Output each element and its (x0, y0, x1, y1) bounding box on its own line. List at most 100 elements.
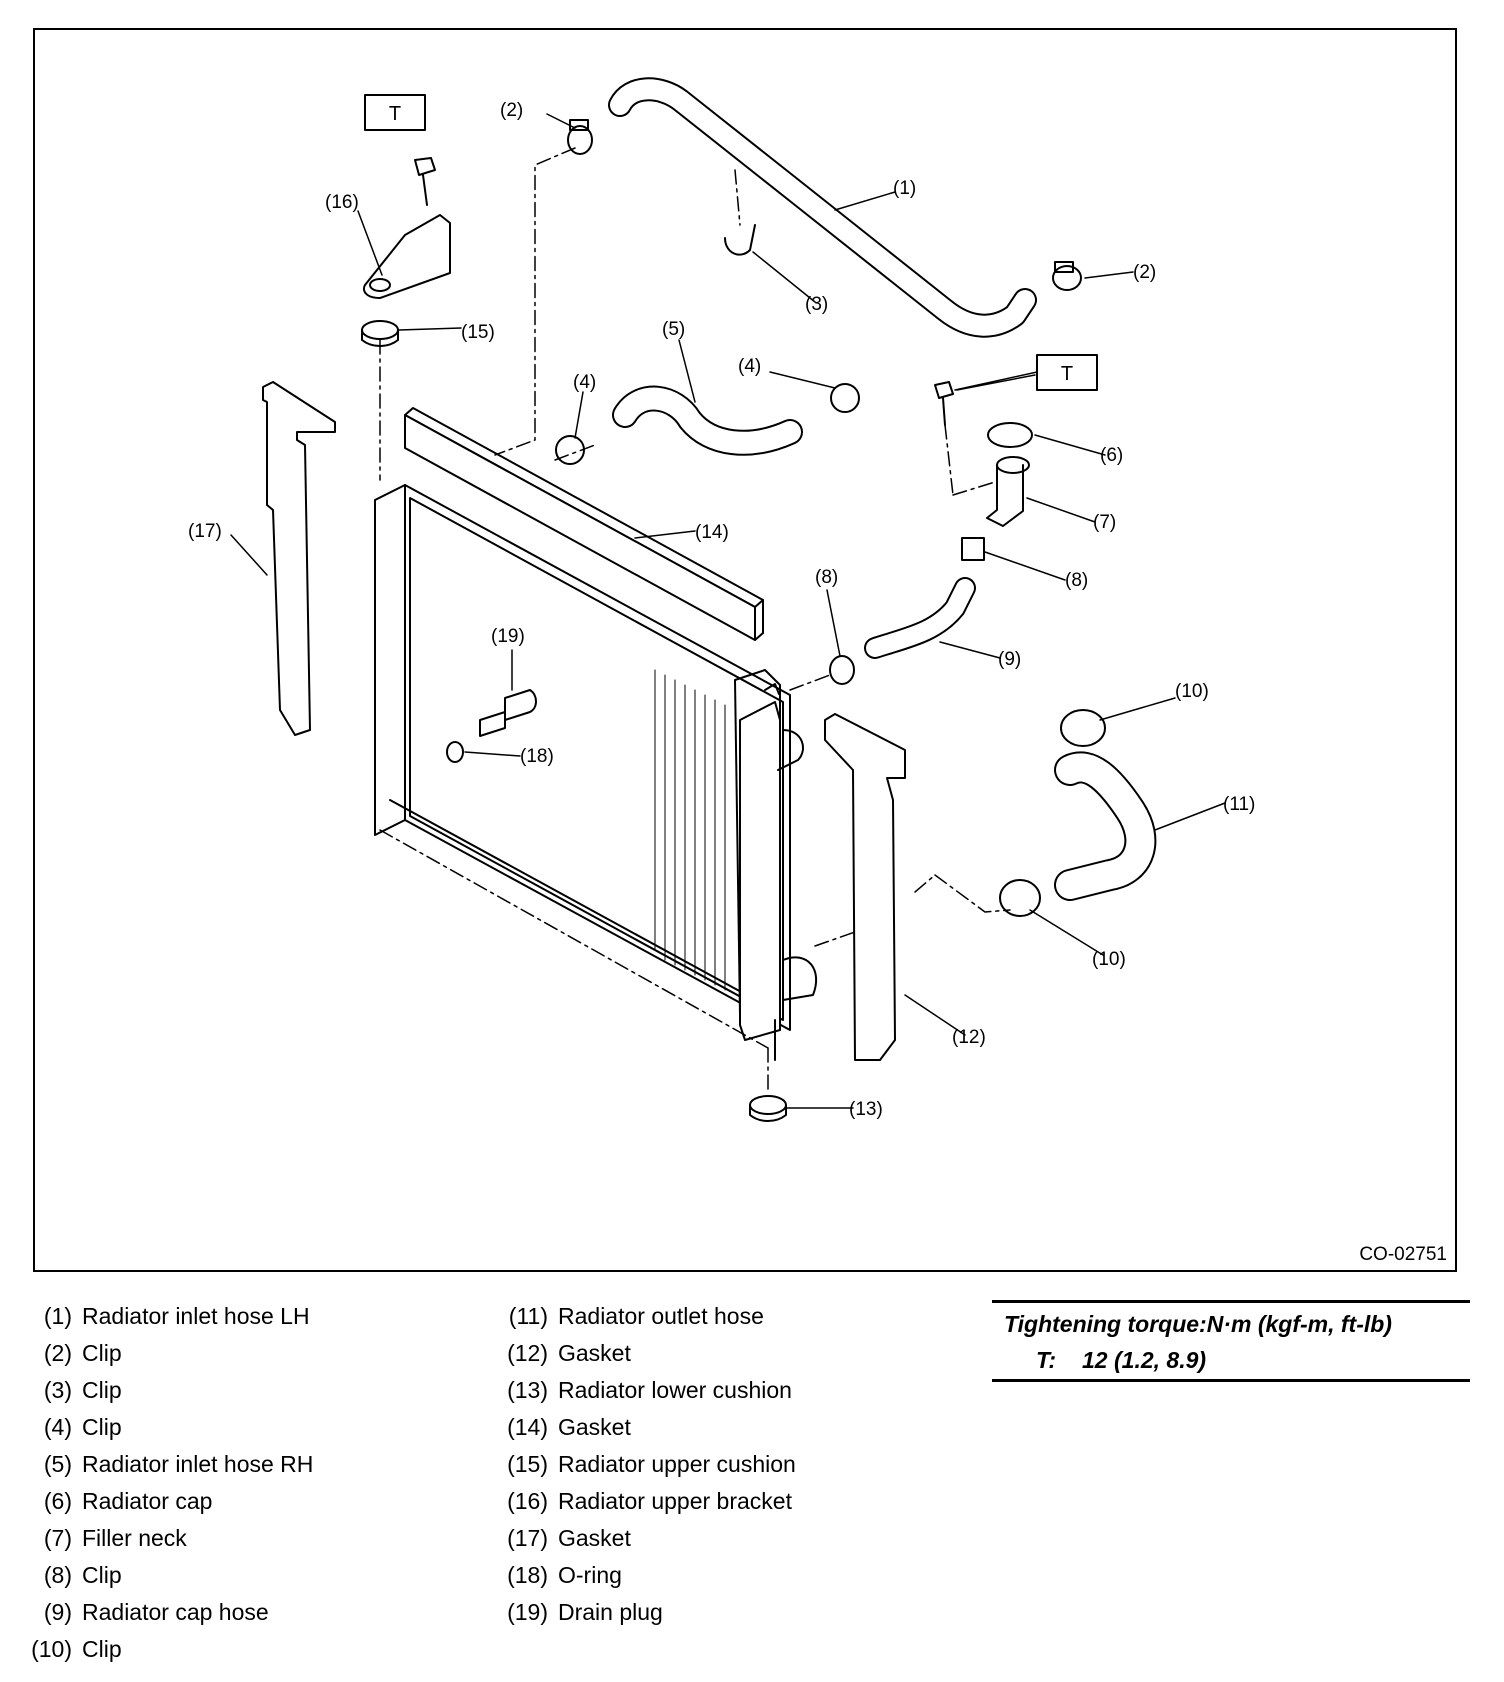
legend-item-number: (11) (508, 1303, 548, 1329)
callout-6: (6) (1100, 445, 1123, 466)
clip-8-left (829, 655, 855, 685)
bolt-t-left (414, 157, 436, 206)
callout-5: (5) (662, 319, 685, 340)
legend-item-label: O-ring (558, 1562, 622, 1588)
torque-row: T: 12 (1.2, 8.9) (1036, 1347, 1206, 1374)
legend-item-number: (8) (43, 1562, 72, 1588)
legend-item-label: Clip (82, 1414, 122, 1440)
clip-8-top (961, 537, 985, 561)
radiator-assembly (374, 484, 818, 1061)
legend-item-label: Radiator upper cushion (558, 1451, 796, 1477)
clip-4-right (830, 383, 860, 413)
legend-item-number: (10) (31, 1636, 72, 1662)
legend-item-number: (17) (507, 1525, 548, 1551)
bracket-16 (362, 214, 451, 299)
cushion-13 (749, 1095, 787, 1122)
callout-19: (19) (491, 626, 525, 647)
legend-item-number: (19) (507, 1599, 548, 1625)
parts-legend-left: (1) Radiator inlet hose LH (2) Clip (3) Clip (… (12, 1303, 472, 1673)
torque-value: 12 (1.2, 8.9) (1082, 1347, 1207, 1373)
torque-marker-right: T (1061, 363, 1073, 385)
callout-12: (12) (952, 1027, 986, 1048)
legend-item-label: Clip (82, 1562, 122, 1588)
hose-9 (864, 577, 976, 659)
callout-1: (1) (893, 178, 916, 199)
legend-item-label: Gasket (558, 1414, 631, 1440)
callout-16: (16) (325, 192, 359, 213)
hose-11 (1054, 751, 1157, 901)
hose-5 (612, 385, 803, 456)
callout-4-left: (4) (573, 372, 596, 393)
legend-item-label: Radiator outlet hose (558, 1303, 764, 1329)
callout-13: (13) (849, 1099, 883, 1120)
hose-1 (608, 77, 1037, 338)
cap-6 (987, 422, 1033, 448)
callout-2-top: (2) (500, 100, 523, 121)
torque-box-right (1036, 354, 1098, 391)
parts-legend-right: (11) Radiator outlet hose (12) Gasket (13) Ra… (488, 1303, 948, 1643)
legend-item-number: (13) (507, 1377, 548, 1403)
clip-10-bottom (999, 879, 1041, 917)
drain-plug-19 (479, 689, 537, 737)
legend-item-number: (9) (43, 1599, 72, 1625)
legend-item-number: (1) (43, 1303, 72, 1329)
legend-item-label: Radiator lower cushion (558, 1377, 792, 1403)
callout-2-right: (2) (1133, 262, 1156, 283)
callout-10-top: (10) (1175, 681, 1209, 702)
callout-3: (3) (805, 294, 828, 315)
alignment-lines (379, 147, 1011, 1093)
torque-symbol: T: (1036, 1347, 1057, 1373)
legend-item-number: (6) (43, 1488, 72, 1514)
legend-item-label: Radiator cap (82, 1488, 213, 1514)
legend-item-label: Gasket (558, 1340, 631, 1366)
callout-7: (7) (1093, 512, 1116, 533)
gasket-17 (262, 381, 336, 736)
legend-item-number: (5) (43, 1451, 72, 1477)
clip-10-top (1060, 709, 1106, 747)
callout-8-left: (8) (815, 567, 838, 588)
legend-item-label: Drain plug (558, 1599, 663, 1625)
legend-item-number: (18) (507, 1562, 548, 1588)
legend-item-number: (2) (43, 1340, 72, 1366)
legend-item-label: Clip (82, 1377, 122, 1403)
filler-neck-7 (986, 456, 1030, 527)
diagram-frame: T T (1) (2) (2) (3) (4) (4) (5) (6) (7) … (33, 28, 1457, 1272)
legend-item-label: Filler neck (82, 1525, 187, 1551)
legend-item-label: Radiator inlet hose LH (82, 1303, 310, 1329)
callout-10-bottom: (10) (1092, 949, 1126, 970)
legend-item-label: Gasket (558, 1525, 631, 1551)
legend-item-label: Clip (82, 1340, 122, 1366)
legend-item-label: Radiator inlet hose RH (82, 1451, 314, 1477)
clip-2-right (1052, 261, 1082, 291)
legend-item-label: Clip (82, 1636, 122, 1662)
gasket-12 (824, 713, 906, 1061)
leader-lines (230, 113, 1226, 1109)
callout-14: (14) (695, 522, 729, 543)
legend-item-number: (12) (507, 1340, 548, 1366)
bolt-t-right (934, 381, 954, 426)
callout-17: (17) (188, 521, 222, 542)
figure-id: CO-02751 (1359, 1244, 1447, 1265)
gasket-14 (404, 407, 764, 641)
exploded-view-drawing: T T (1) (2) (2) (3) (4) (4) (5) (6) (7) … (188, 77, 1255, 1122)
legend-item-number: (16) (507, 1488, 548, 1514)
legend-item-number: (7) (43, 1525, 72, 1551)
legend-item-label: Radiator upper bracket (558, 1488, 792, 1514)
o-ring-18 (446, 741, 464, 763)
callout-9: (9) (998, 649, 1021, 670)
torque-title: Tightening torque:N·m (kgf-m, ft-lb) (1004, 1311, 1392, 1337)
legend-item-number: (3) (43, 1377, 72, 1403)
callout-4-right: (4) (738, 356, 761, 377)
callout-15: (15) (461, 322, 495, 343)
legend-item-number: (15) (507, 1451, 548, 1477)
torque-marker-left: T (389, 103, 401, 125)
legend-item-number: (4) (43, 1414, 72, 1440)
legend-item-number: (14) (507, 1414, 548, 1440)
clip-3 (724, 224, 756, 256)
torque-box-left (364, 94, 426, 131)
callout-18: (18) (520, 746, 554, 767)
torque-spec-table: Tightening torque:N·m (kgf-m, ft-lb) T: 1… (992, 1300, 1470, 1382)
callout-11: (11) (1223, 794, 1255, 815)
callout-8-right: (8) (1065, 570, 1088, 591)
legend-item-label: Radiator cap hose (82, 1599, 269, 1625)
